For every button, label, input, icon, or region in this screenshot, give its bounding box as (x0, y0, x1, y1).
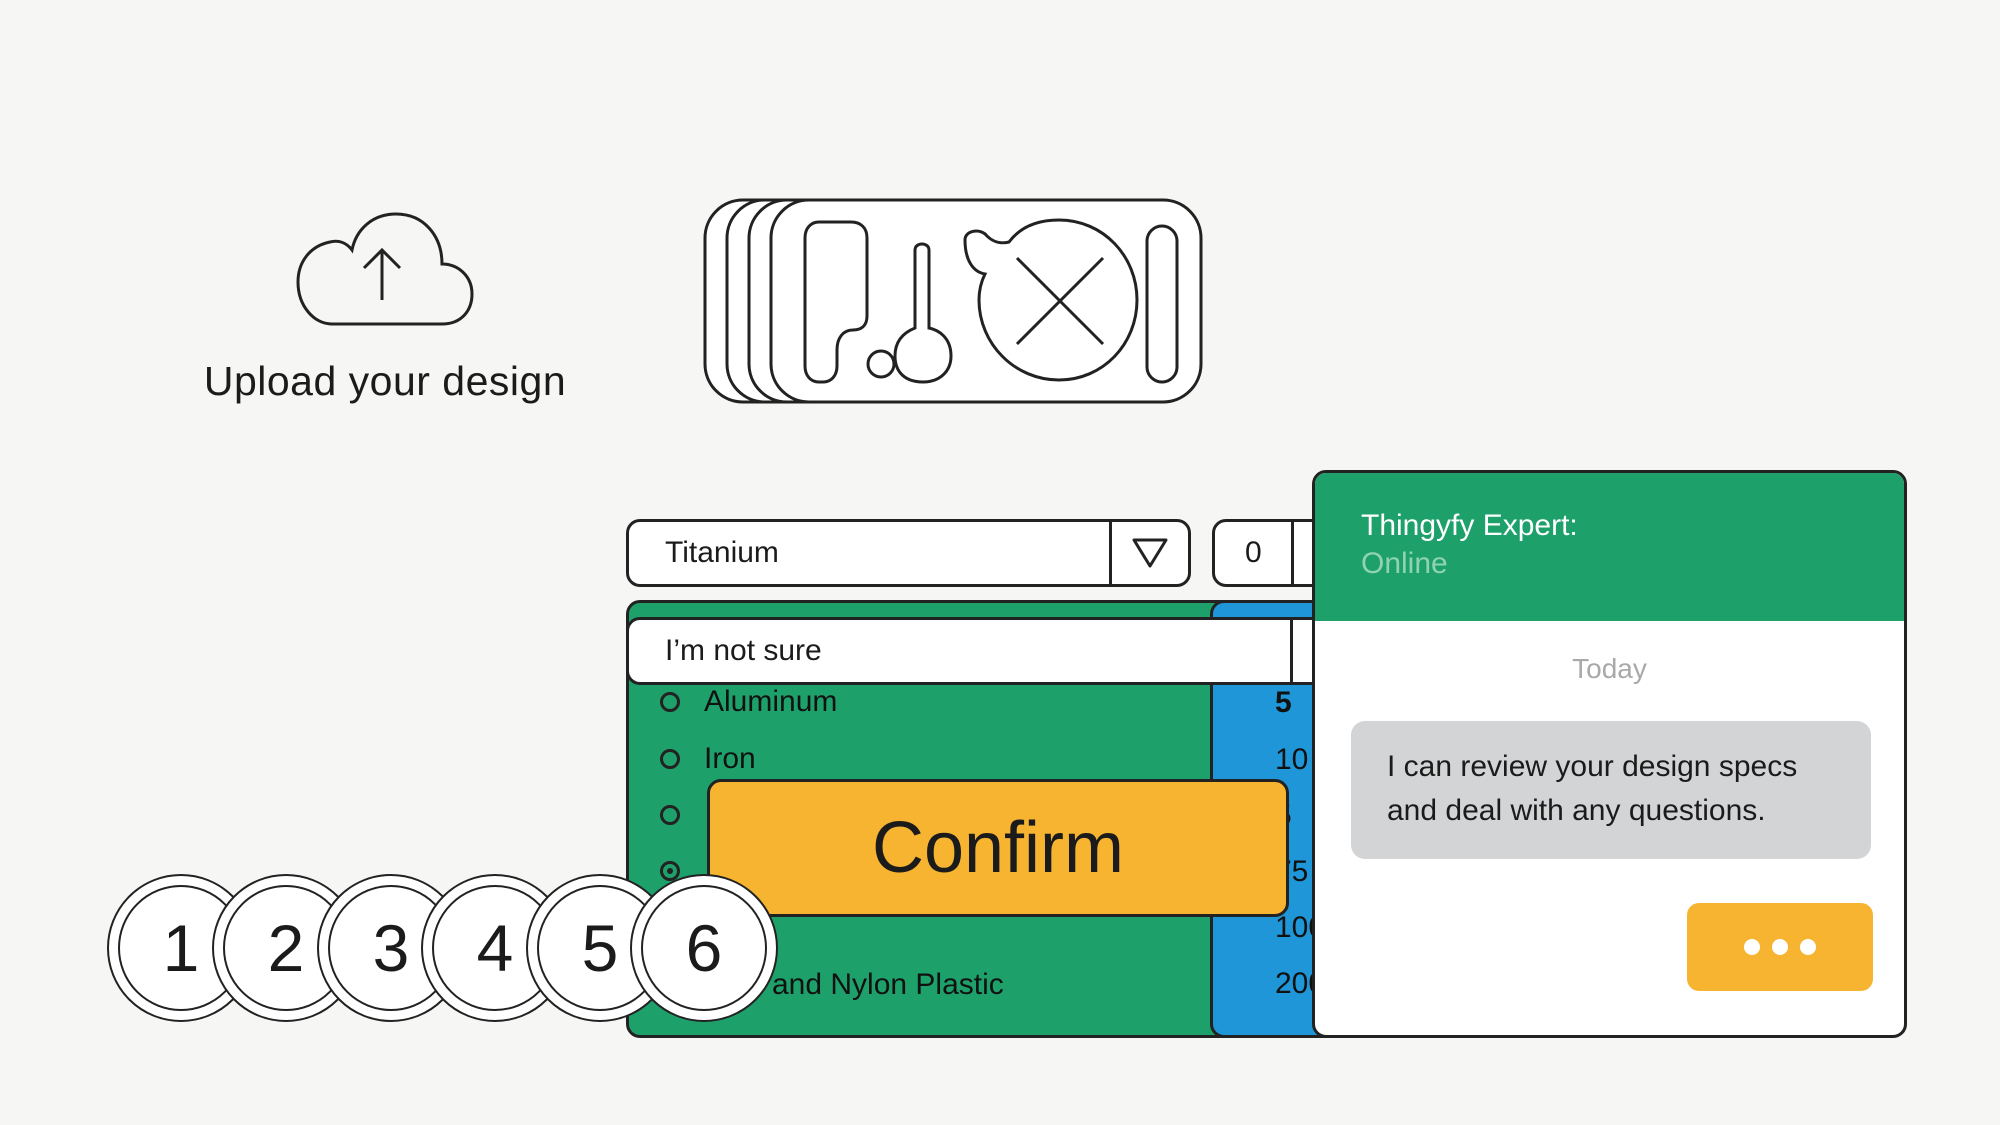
finish-select[interactable]: I’m not sure (626, 617, 1372, 685)
step-number: 6 (641, 885, 767, 1011)
chat-status: Online (1361, 547, 1448, 580)
option-label: Iron (704, 742, 756, 775)
chat-header: Thingyfy Expert: Online (1315, 473, 1904, 621)
confirm-button[interactable]: Confirm (707, 779, 1289, 917)
chat-message-bubble: I can review your design specs and deal … (1351, 721, 1871, 859)
radio-button[interactable] (660, 749, 680, 769)
quantity-divider (1291, 522, 1294, 584)
triangle-down-icon (1132, 538, 1168, 568)
option-aluminum[interactable]: Aluminum (660, 682, 837, 722)
radio-button[interactable] (660, 692, 680, 712)
finish-select-value: I’m not sure (665, 634, 822, 667)
radio-button-selected[interactable] (660, 861, 680, 881)
more-options-button[interactable] (1687, 903, 1873, 991)
upload-label[interactable]: Upload your design (203, 358, 567, 404)
quantity-value: 0 (1245, 536, 1262, 569)
option-item[interactable] (660, 795, 704, 835)
chat-window: Thingyfy Expert: Online Today I can revi… (1312, 470, 1907, 1038)
material-select-value: Titanium (665, 536, 779, 569)
chat-message-line: I can review your design specs (1387, 750, 1798, 783)
chat-message: I can review your design specs and deal … (1387, 745, 1841, 833)
sample-parts-icon (703, 198, 1203, 404)
material-select-toggle[interactable] (1109, 522, 1188, 584)
ellipsis-icon (1800, 939, 1816, 955)
option-iron[interactable]: Iron (660, 739, 756, 779)
step-6[interactable]: 6 (630, 874, 778, 1022)
cloud-upload-icon[interactable] (292, 202, 478, 330)
option-item-selected[interactable] (660, 851, 704, 891)
chat-date: Today (1572, 653, 1647, 684)
ellipsis-icon (1744, 939, 1760, 955)
chat-title: Thingyfy Expert: (1361, 509, 1578, 542)
price-value: 10 (1275, 743, 1309, 776)
price-value: 5 (1275, 686, 1292, 719)
step-number: 1 (118, 885, 244, 1011)
option-nylon[interactable]: and Nylon Plastic (772, 965, 1004, 1005)
ellipsis-icon (1772, 939, 1788, 955)
option-label: and Nylon Plastic (772, 968, 1004, 1001)
radio-button[interactable] (660, 805, 680, 825)
option-label: Aluminum (704, 685, 838, 718)
material-select[interactable]: Titanium (626, 519, 1191, 587)
chat-message-line: and deal with any questions. (1387, 794, 1766, 827)
